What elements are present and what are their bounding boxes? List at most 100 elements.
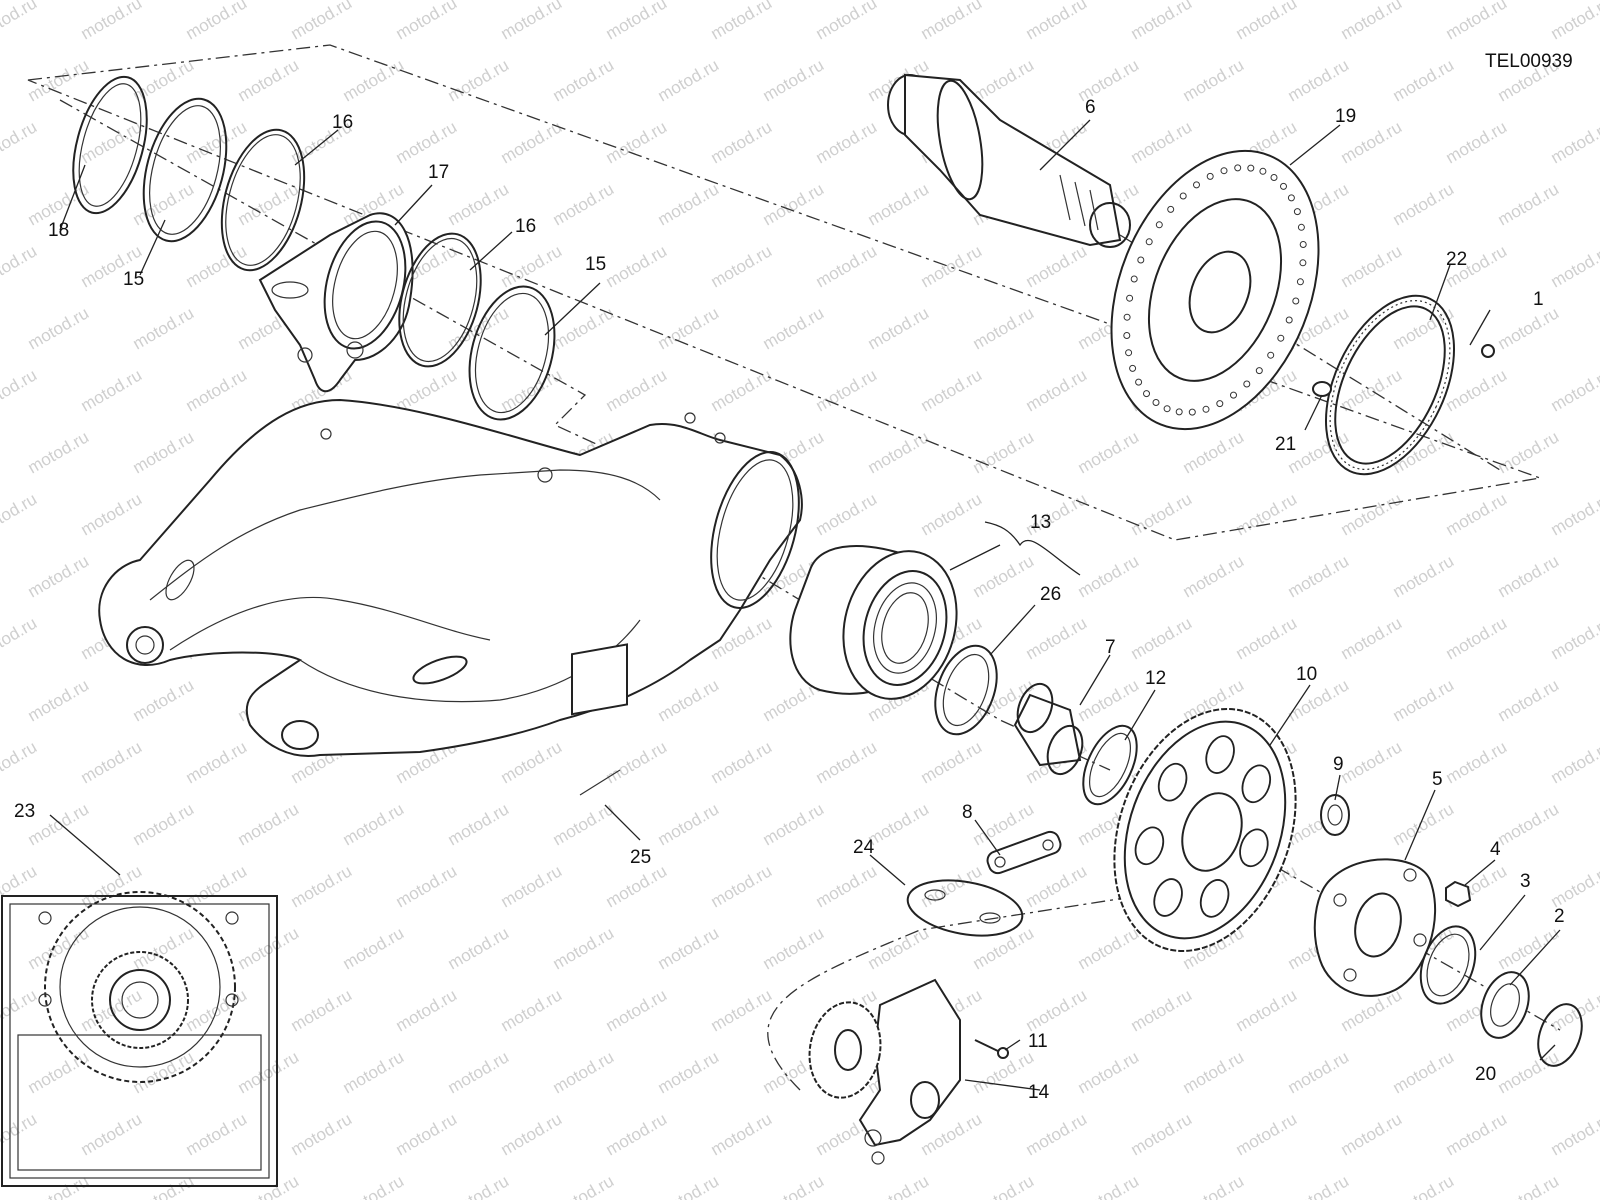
sprocket-lightening-hole — [1205, 735, 1235, 774]
watermark-text: motod.ru — [1548, 861, 1600, 911]
watermark-text: motod.ru — [78, 489, 146, 539]
watermark-text: motod.ru — [393, 1109, 461, 1159]
disc-hole — [1206, 172, 1214, 180]
watermark-text: motod.ru — [550, 303, 618, 353]
disc-hole — [1247, 164, 1255, 172]
watermark-text: motod.ru — [813, 861, 881, 911]
watermark-text: motod.ru — [25, 303, 93, 353]
watermark-text: motod.ru — [1548, 365, 1600, 415]
watermark-text: motod.ru — [0, 117, 40, 167]
detail-inset-23 — [1, 891, 278, 1187]
watermark-text: motod.ru — [1495, 1171, 1563, 1200]
watermark-text: motod.ru — [918, 365, 986, 415]
callout-23: 23 — [14, 801, 35, 822]
watermark-text: motod.ru — [25, 551, 93, 601]
disc-hole — [1292, 297, 1300, 305]
callout-22: 22 — [1446, 249, 1467, 270]
watermark-text: motod.ru — [1128, 117, 1196, 167]
watermark-text: motod.ru — [183, 241, 251, 291]
watermark-text: motod.ru — [340, 1047, 408, 1097]
watermark-text: motod.ru — [130, 55, 198, 105]
watermark-text: motod.ru — [235, 1047, 303, 1097]
watermark-text: motod.ru — [1233, 0, 1301, 43]
watermark-text: motod.ru — [918, 737, 986, 787]
watermark-text: motod.ru — [1075, 675, 1143, 725]
watermark-text: motod.ru — [340, 799, 408, 849]
sprocket-lightening-hole — [1241, 764, 1272, 804]
disc-hole — [1126, 294, 1134, 302]
watermark-text: motod.ru — [865, 1171, 933, 1200]
watermark-text: motod.ru — [340, 923, 408, 973]
watermark-text: motod.ru — [1285, 55, 1353, 105]
callout-16-upper: 16 — [332, 112, 353, 133]
disc-hole — [1234, 164, 1242, 172]
callout-15-upper: 15 — [123, 269, 144, 290]
disc-hole — [1155, 221, 1163, 229]
eccentric-bracket-17 — [258, 212, 414, 393]
watermark-text: motod.ru — [1128, 1109, 1196, 1159]
axle-nut-2 — [1480, 971, 1530, 1039]
watermark-text: motod.ru — [813, 0, 881, 43]
watermark-text: motod.ru — [288, 985, 356, 1035]
callout-7: 7 — [1105, 637, 1116, 658]
watermark-text: motod.ru — [1128, 0, 1196, 43]
disc-hole — [1188, 408, 1196, 416]
callout-13: 13 — [1030, 512, 1051, 533]
watermark-text: motod.ru — [25, 427, 93, 477]
watermark-text: motod.ru — [1390, 675, 1458, 725]
disc-hole — [1293, 208, 1301, 216]
disc-hole — [1125, 349, 1133, 357]
watermark-text: motod.ru — [1548, 117, 1600, 167]
watermark-text: motod.ru — [183, 0, 251, 43]
watermark-text: motod.ru — [655, 1047, 723, 1097]
watermark-text: motod.ru — [498, 1109, 566, 1159]
callout-12: 12 — [1145, 668, 1166, 689]
callout-26: 26 — [1040, 584, 1061, 605]
watermark-text: motod.ru — [1180, 551, 1248, 601]
screw-11 — [974, 1039, 1009, 1059]
watermark-text: motod.ru — [25, 923, 93, 973]
callout-17: 17 — [428, 162, 449, 183]
callout-19: 19 — [1335, 106, 1356, 127]
watermark-text: motod.ru — [1285, 1047, 1353, 1097]
disc-hole — [1270, 174, 1278, 181]
sprocket-lightening-hole — [1199, 879, 1230, 918]
watermark-text: motod.ru — [603, 1109, 671, 1159]
watermark-text: motod.ru — [498, 861, 566, 911]
callout-4: 4 — [1490, 839, 1501, 860]
watermark-text: motod.ru — [130, 179, 198, 229]
sprocket-lightening-hole — [1239, 828, 1269, 868]
callout-14: 14 — [1028, 1082, 1050, 1103]
watermark-text: motod.ru — [813, 489, 881, 539]
watermark-text: motod.ru — [865, 799, 933, 849]
watermark-text: motod.ru — [603, 365, 671, 415]
watermark-text: motod.ru — [1548, 0, 1600, 43]
watermark-text: motod.ru — [1233, 1109, 1301, 1159]
watermark-text: motod.ru — [1338, 737, 1406, 787]
screw-1 — [1481, 344, 1495, 358]
watermark-text: motod.ru — [25, 1047, 93, 1097]
watermark-text: motod.ru — [655, 799, 723, 849]
watermark-text: motod.ru — [708, 241, 776, 291]
watermark-text: motod.ru — [760, 179, 828, 229]
watermark-text: motod.ru — [1338, 613, 1406, 663]
disc-hole — [1299, 241, 1307, 248]
watermark-text: motod.ru — [1548, 1109, 1600, 1159]
callout-25: 25 — [630, 847, 651, 868]
watermark-text: motod.ru — [708, 117, 776, 167]
watermark-text: motod.ru — [603, 241, 671, 291]
disc-hole — [1123, 313, 1131, 321]
diagram-code: TEL00939 — [1485, 51, 1573, 72]
watermark-text: motod.ru — [970, 55, 1038, 105]
sprocket-lightening-hole — [1157, 762, 1188, 802]
watermark-text: motod.ru — [1495, 1047, 1563, 1097]
watermark-text: motod.ru — [1338, 0, 1406, 43]
disc-hole — [1135, 378, 1143, 386]
watermark-text: motod.ru — [970, 427, 1038, 477]
front-sprocket — [808, 1001, 882, 1099]
watermark-text: motod.ru — [708, 861, 776, 911]
watermark-text: motod.ru — [760, 303, 828, 353]
watermark-text: motod.ru — [130, 303, 198, 353]
watermark-text: motod.ru — [1285, 1171, 1353, 1200]
swingarm — [98, 398, 803, 757]
